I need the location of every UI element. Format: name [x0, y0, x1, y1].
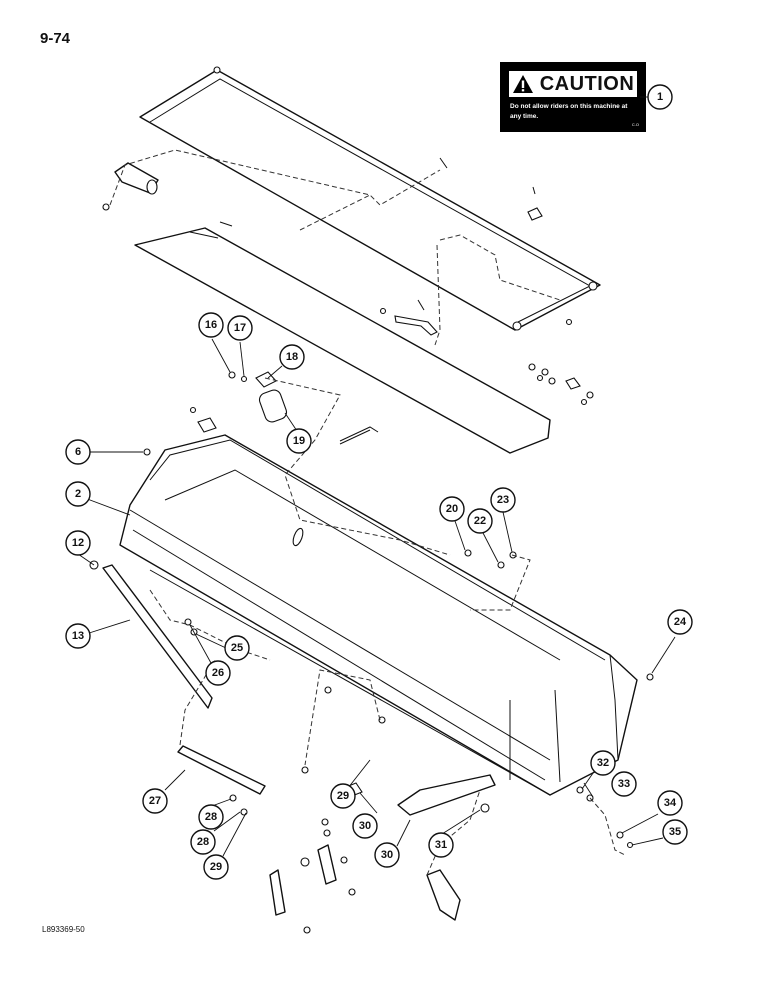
svg-text:30: 30	[359, 820, 371, 832]
callout-29-right: 35	[662, 819, 688, 845]
callout-35: 29	[203, 854, 229, 880]
svg-text:18: 18	[286, 351, 298, 363]
callout-25: 33	[611, 771, 637, 797]
callout-30-right: 34	[657, 790, 683, 816]
callout-30-left: 25	[224, 635, 250, 661]
callout-20: 16	[198, 312, 224, 338]
small-brackets	[189, 406, 379, 445]
callout-28-left: 12	[65, 530, 91, 556]
svg-text:16: 16	[205, 319, 217, 331]
caution-word: CAUTION	[539, 72, 635, 95]
svg-text:31: 31	[435, 839, 447, 851]
svg-text:35: 35	[669, 826, 681, 838]
strap-bracket	[177, 745, 266, 816]
caution-message: Do not allow riders on this machine at a…	[510, 103, 628, 120]
callout-32: 6	[65, 439, 91, 465]
svg-text:22: 22	[474, 515, 486, 527]
callout-13: 23	[490, 487, 516, 513]
svg-text:1: 1	[657, 91, 663, 103]
callout-27: 30	[374, 842, 400, 868]
callout-24: 32	[590, 750, 616, 776]
svg-text:26: 26	[212, 667, 224, 679]
callout-17: 18	[279, 344, 305, 370]
svg-text:30: 30	[381, 849, 393, 861]
flat-sheet-panel	[134, 221, 551, 454]
svg-text:2: 2	[75, 488, 81, 500]
callout-29-left: 26	[205, 660, 231, 686]
callout-12: 22	[467, 508, 493, 534]
deflector-plate	[397, 774, 496, 816]
callout-28-right: 31	[428, 832, 454, 858]
callout-26: 13	[65, 623, 91, 649]
svg-text:28: 28	[197, 836, 209, 848]
main-trough-body	[119, 434, 638, 796]
svg-text:34: 34	[664, 797, 677, 809]
right-hardware-cluster	[528, 363, 594, 406]
callout-1: 2	[65, 481, 91, 507]
lid-hinge-bracket	[102, 162, 159, 211]
warning-triangle-icon	[512, 75, 533, 93]
svg-text:24: 24	[674, 616, 687, 628]
caution-code: C.O	[631, 122, 639, 127]
caution-header: CAUTION	[509, 71, 637, 97]
top-lid-panel	[139, 66, 601, 331]
callout-34: 28	[198, 804, 224, 830]
leader-lines	[77, 96, 676, 857]
latch-hardware	[379, 157, 573, 336]
callout-22: 30	[352, 813, 378, 839]
callouts: 1 2 6 12 13 16 17 18 19 20 22 23 24 25 2…	[65, 84, 693, 880]
svg-text:32: 32	[597, 757, 609, 769]
svg-text:29: 29	[210, 861, 222, 873]
page-number: 9-74	[40, 30, 71, 47]
svg-text:19: 19	[293, 435, 305, 447]
callout-23: 29	[330, 783, 356, 809]
callout-6: 24	[667, 609, 693, 635]
svg-text:13: 13	[72, 630, 84, 642]
callout-19: 17	[227, 315, 253, 341]
svg-text:23: 23	[497, 494, 509, 506]
callout-18: 20	[439, 496, 465, 522]
svg-text:17: 17	[234, 322, 246, 334]
svg-text:33: 33	[618, 778, 630, 790]
figure-code: L893369-50	[42, 925, 85, 934]
svg-text:29: 29	[337, 790, 349, 802]
callout-16: 19	[286, 428, 312, 454]
callout-33: 28	[190, 829, 216, 855]
svg-text:6: 6	[75, 446, 81, 458]
svg-text:27: 27	[149, 795, 161, 807]
callout-2: 1	[647, 84, 673, 110]
bottom-brackets	[269, 716, 461, 934]
svg-text:25: 25	[231, 642, 243, 654]
svg-text:28: 28	[205, 811, 217, 823]
callout-31: 27	[142, 788, 168, 814]
svg-text:12: 12	[72, 537, 84, 549]
handle-parts	[228, 371, 288, 423]
svg-text:20: 20	[446, 503, 458, 515]
